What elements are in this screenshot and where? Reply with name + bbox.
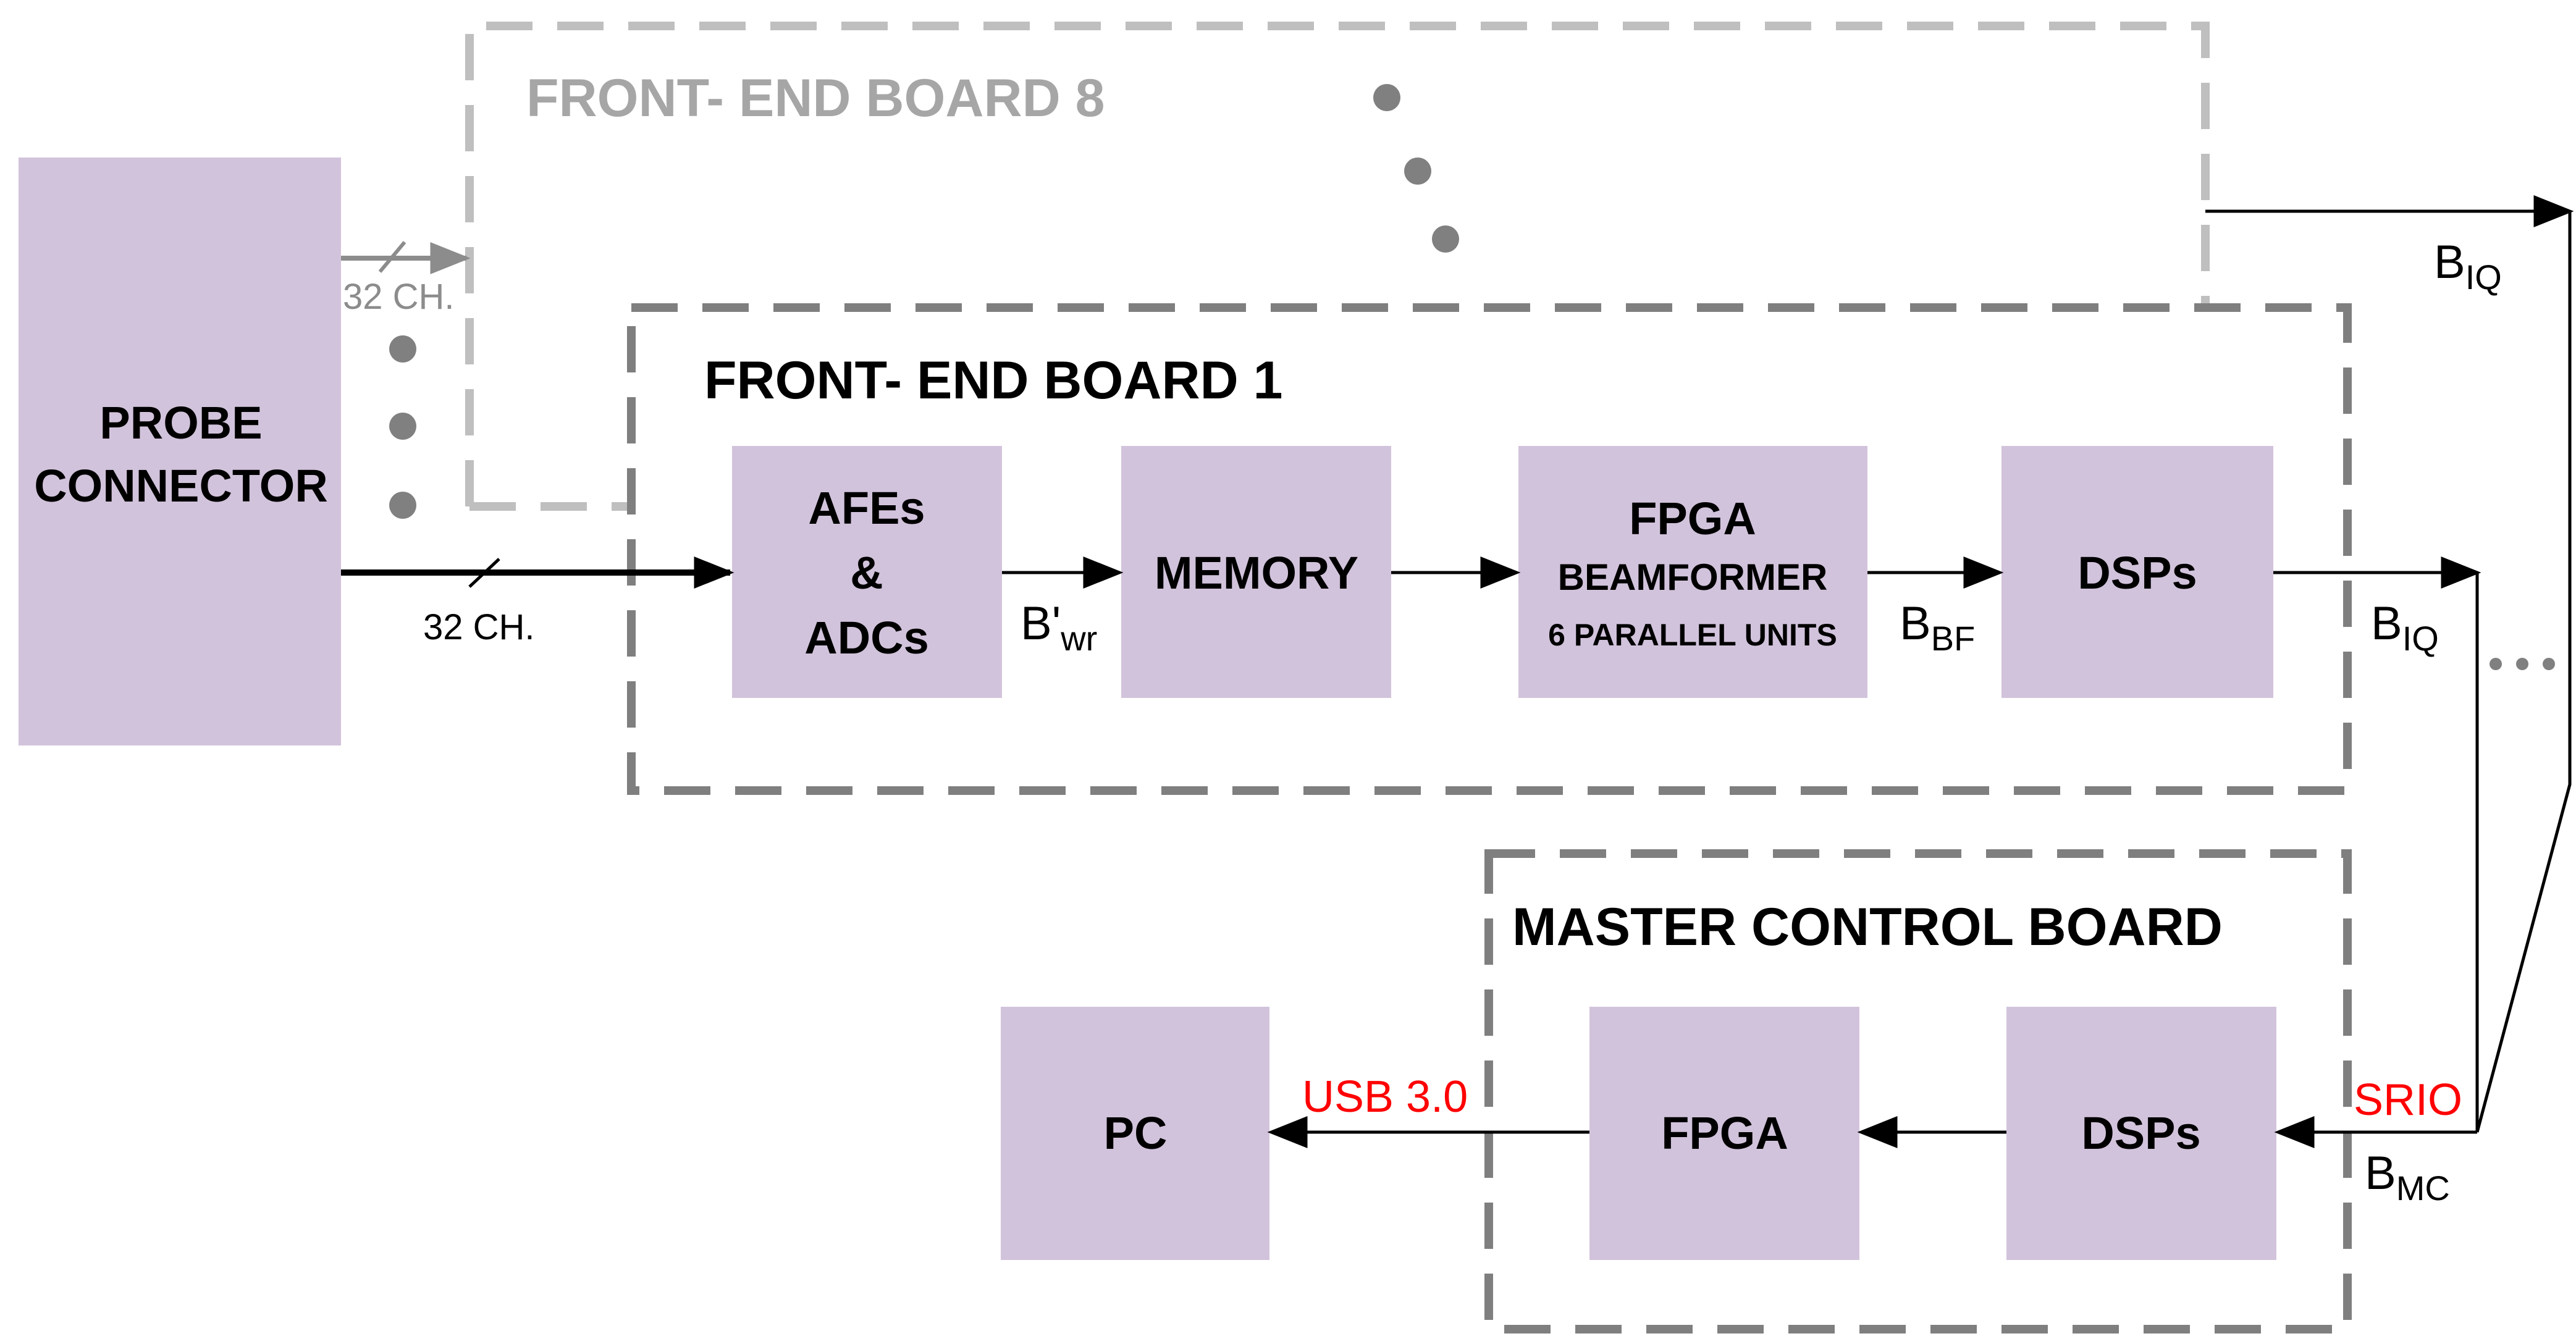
fpga-beamformer-label-line1: FPGA: [1629, 493, 1756, 544]
pc-label: PC: [1104, 1107, 1168, 1159]
probe-connector-block: PROBE CONNECTOR: [19, 158, 341, 746]
bbf-label: BBF: [1900, 597, 1975, 658]
fpga-master-label: FPGA: [1661, 1107, 1788, 1159]
dsps-master-label: DSPs: [2081, 1107, 2200, 1159]
afes-label-line3: ADCs: [804, 612, 928, 663]
srio-label: SRIO: [2354, 1075, 2462, 1125]
channel-count-label-fe1: 32 CH.: [423, 607, 535, 647]
probe-connector-label-line1: PROBE: [99, 397, 262, 448]
ellipsis-dot: [1432, 225, 1459, 253]
ellipsis-dot: [1373, 84, 1400, 111]
ellipsis-dot: [389, 413, 416, 440]
fpga-beamformer-label-line2: BEAMFORMER: [1558, 556, 1828, 598]
ellipsis-dot: [389, 335, 416, 363]
biq-fe8-label-sub: IQ: [2465, 258, 2502, 296]
afes-adcs-block: AFEs & ADCs: [732, 446, 1002, 698]
bmc-label-sub: MC: [2396, 1169, 2450, 1208]
front-end-board-1-outline: [627, 303, 2352, 795]
biq-fe1-label-sub: IQ: [2402, 619, 2439, 658]
bus-slash-mark-light: [378, 241, 406, 273]
fe8-bus-to-master-line: [2475, 211, 2572, 1133]
bwr-label: B'wr: [1021, 597, 1097, 658]
biq-fe1-label-main: B: [2371, 597, 2402, 650]
biq-fe8-label-main: B: [2434, 236, 2465, 288]
probe-connector-label-line2: CONNECTOR: [34, 460, 328, 511]
biq-fe1-label: BIQ: [2371, 597, 2439, 658]
ellipsis-dot-small: [2490, 658, 2502, 670]
fpga-beamformer-block: FPGA BEAMFORMER 6 PARALLEL UNITS: [1518, 446, 1867, 698]
master-control-board-title: MASTER CONTROL BOARD: [1512, 897, 2223, 957]
dsps-front-end-label: DSPs: [2077, 547, 2197, 598]
bus-slash-mark: [468, 558, 500, 588]
bwr-label-sub: wr: [1060, 619, 1097, 658]
bwr-label-main: B': [1021, 597, 1061, 650]
ellipsis-dot: [1404, 158, 1431, 185]
usb-label: USB 3.0: [1302, 1072, 1468, 1122]
dsps-front-end-block: DSPs: [2001, 446, 2273, 698]
bbf-label-main: B: [1900, 597, 1931, 650]
afes-label-line1: AFEs: [808, 482, 925, 534]
channel-count-label-fe8: 32 CH.: [343, 277, 455, 317]
ellipsis-dot-small: [2516, 658, 2528, 670]
ellipsis-dot: [389, 492, 416, 519]
memory-label: MEMORY: [1155, 547, 1358, 598]
front-end-board-1-title: FRONT- END BOARD 1: [704, 351, 1282, 410]
dsps-master-block: DSPs: [2006, 1007, 2276, 1260]
fpga-beamformer-label-line3: 6 PARALLEL UNITS: [1548, 618, 1837, 652]
bbf-label-sub: BF: [1931, 619, 1976, 658]
afes-label-line2: &: [850, 547, 883, 598]
ellipsis-dot-small: [2543, 658, 2555, 670]
bmc-label-main: B: [2365, 1147, 2396, 1199]
memory-block: MEMORY: [1121, 446, 1391, 698]
master-control-board-outline: [1484, 849, 2352, 1334]
front-end-board-8-title: FRONT- END BOARD 8: [526, 69, 1105, 128]
bmc-label: BMC: [2365, 1147, 2450, 1208]
fpga-master-block: FPGA: [1589, 1007, 1859, 1260]
pc-block: PC: [1001, 1007, 1269, 1260]
biq-fe8-label: BIQ: [2434, 236, 2502, 296]
